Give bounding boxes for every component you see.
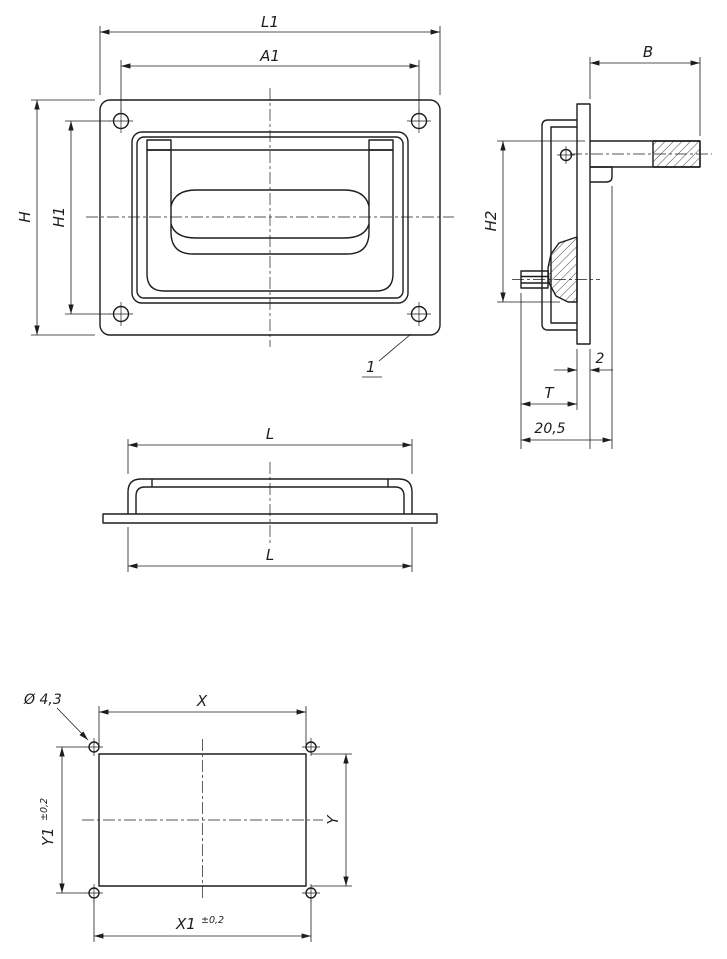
- catch-bracket-hatch: [547, 236, 578, 303]
- dim-label-20-5: 20,5: [534, 421, 565, 437]
- dimension-labels: L1 A1 H H1 1 B H2 2 T 20,5 L L Ø 4,3 X Y…: [16, 13, 653, 933]
- tray-profile-outer: [541, 119, 577, 331]
- dim-label-x1: X1: [175, 915, 196, 933]
- dim-label-h: H: [16, 211, 34, 222]
- tray-profile-inner: [550, 126, 577, 324]
- dim-label-2: 2: [596, 351, 605, 367]
- hole-center-ticks: [85, 109, 575, 902]
- dim-label-y: Y: [324, 814, 342, 825]
- dimension-lines: [31, 26, 701, 942]
- dim-label-a1: A1: [259, 47, 280, 65]
- part-outlines: [88, 99, 701, 899]
- dim-label-x1-tolerance: ±0,2: [201, 915, 224, 926]
- dim-label-y1: Y1: [39, 827, 57, 846]
- dim-label-x: X: [196, 692, 208, 710]
- pivot-tab-right: [368, 139, 394, 151]
- handle-bail-outer: [146, 149, 394, 292]
- dim-label-b: B: [643, 43, 653, 61]
- dim-label-l1: L1: [261, 13, 279, 31]
- dim-label-h2: H2: [482, 211, 500, 232]
- dim-label-h1: H1: [50, 207, 68, 228]
- pivot-tab-left: [146, 139, 172, 151]
- side-view-part: [520, 103, 701, 345]
- pivot-knuckle: [590, 166, 613, 183]
- item-ref-label: 1: [366, 358, 376, 376]
- dim-label-y1-tolerance: ±0,2: [39, 798, 50, 821]
- handle-bail-inner: [170, 150, 370, 255]
- dim-label-t: T: [544, 384, 555, 402]
- dim-label-x1-group: X1 ±0,2: [175, 915, 224, 933]
- dim-label-l-upper: L: [266, 425, 274, 443]
- dim-label-l-lower: L: [266, 546, 274, 564]
- dim-label-hole-dia: Ø 4,3: [23, 692, 62, 708]
- dim-label-y1-group: Y1 ±0,2: [39, 798, 57, 846]
- centerlines: [82, 88, 712, 901]
- flange-plate-section: [576, 103, 591, 345]
